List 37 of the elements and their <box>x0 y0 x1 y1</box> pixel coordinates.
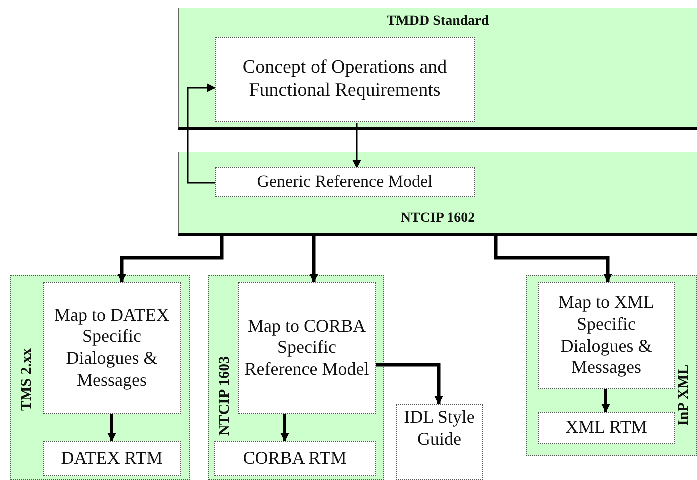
process-box <box>396 404 483 480</box>
process-box <box>538 282 675 389</box>
arrow <box>376 363 444 405</box>
arrow <box>602 389 610 413</box>
panel-title: TMS 2.xx <box>19 348 36 411</box>
arrow <box>280 414 290 442</box>
standard-panel <box>10 275 190 480</box>
standard-panel <box>208 275 384 480</box>
box-label: CORBA RTM <box>243 448 347 470</box>
arrow <box>187 84 216 184</box>
arrow <box>118 236 224 283</box>
standard-band <box>178 152 697 236</box>
process-box <box>215 37 475 122</box>
box-label: DATEX RTM <box>61 448 163 470</box>
arrow <box>310 236 318 283</box>
process-box <box>238 282 376 414</box>
box-label: Generic Reference Model <box>257 172 433 192</box>
process-box <box>538 412 675 444</box>
panel-title: NTCIP 1603 <box>217 356 234 436</box>
arrow <box>108 414 116 442</box>
process-box <box>215 167 475 197</box>
arrow <box>494 236 612 283</box>
standard-band <box>178 8 697 130</box>
process-box <box>43 282 181 414</box>
box-label: Concept of Operations and Functional Requirements <box>242 56 448 102</box>
band-title: NTCIP 1602 <box>400 211 476 227</box>
band-title: TMDD Standard <box>386 14 490 30</box>
box-label: Map to CORBA Specific Reference Model <box>244 316 370 380</box>
panel-title: InP XML <box>676 364 693 426</box>
process-box <box>214 441 376 476</box>
box-label: XML RTM <box>566 417 648 439</box>
box-label: Map to DATEX Specific Dialogues & Messages <box>54 304 170 392</box>
arrow <box>352 123 362 169</box>
box-label: Map to XML Specific Dialogues & Messages <box>558 292 656 379</box>
box-label: IDL Style Guide <box>403 407 476 450</box>
process-box <box>43 441 181 476</box>
standard-panel <box>526 275 697 456</box>
